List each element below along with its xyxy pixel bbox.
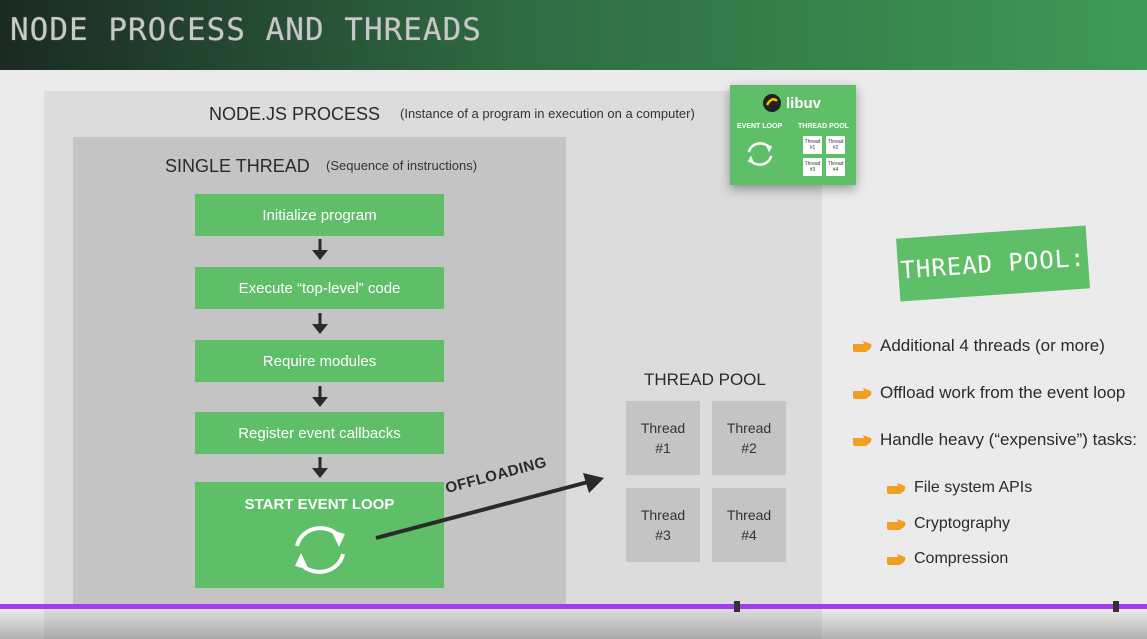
thread-pool-badge-text: THREAD POOL: — [899, 243, 1087, 284]
video-progress-bar[interactable] — [0, 604, 1147, 609]
mini-thread-label: Thread — [827, 139, 844, 145]
refresh-icon — [295, 526, 345, 574]
thread-number: #1 — [655, 440, 671, 456]
thread-pool-cell: Thread #1 — [626, 401, 700, 475]
mini-thread-number: #2 — [832, 145, 839, 151]
start-event-loop-label: START EVENT LOOP — [244, 496, 395, 513]
thread-number: #3 — [655, 527, 671, 543]
arrow-down-icon — [312, 239, 328, 260]
offloading-arrow-icon — [375, 473, 604, 540]
step-require-modules: Require modules — [195, 340, 444, 382]
single-thread-title: SINGLE THREAD — [165, 156, 310, 176]
mini-thread-number: #1 — [809, 145, 816, 151]
libuv-card: libuv EVENT LOOP THREAD POOL Thread #1 T… — [730, 85, 856, 185]
pointing-hand-icon — [853, 341, 872, 352]
sub-bullet-item: Cryptography — [886, 515, 1010, 533]
step-execute-top-level: Execute “top-level” code — [195, 267, 444, 309]
bullet-text: Handle heavy (“expensive”) tasks: — [880, 430, 1138, 449]
mini-thread-label: Thread — [804, 161, 821, 167]
thread-number: #4 — [741, 527, 757, 543]
thread-pool-cell: Thread #2 — [712, 401, 786, 475]
arrow-down-icon — [312, 457, 328, 478]
sub-bullet-text: Compression — [914, 550, 1009, 567]
pointing-hand-icon — [853, 388, 872, 399]
thread-pool-cell: Thread #3 — [626, 488, 700, 562]
bullet-text: Additional 4 threads (or more) — [880, 336, 1105, 355]
pointing-hand-icon — [887, 483, 906, 494]
process-title: NODE.JS PROCESS — [209, 104, 381, 124]
mini-thread-label: Thread — [827, 161, 844, 167]
start-event-loop-box: START EVENT LOOP — [195, 482, 444, 588]
libuv-event-loop-label: EVENT LOOP — [737, 123, 783, 130]
libuv-logo-icon — [763, 94, 781, 112]
pointing-hand-icon — [853, 435, 872, 446]
slide-header: NODE PROCESS AND THREADS — [0, 0, 1147, 70]
arrow-down-icon — [312, 313, 328, 334]
libuv-thread-pool-label: THREAD POOL — [798, 123, 849, 130]
libuv-mini-thread: Thread #2 — [826, 136, 845, 154]
thread-pool-title: THREAD POOL — [644, 370, 766, 389]
bullet-text: Offload work from the event loop — [880, 383, 1126, 402]
mini-thread-number: #3 — [809, 167, 816, 173]
mini-thread-label: Thread — [804, 139, 821, 145]
libuv-name: libuv — [786, 95, 822, 112]
bullet-item: Handle heavy (“expensive”) tasks: — [852, 430, 1137, 450]
pointing-hand-icon — [887, 519, 906, 530]
arrow-down-icon — [312, 386, 328, 407]
single-thread-subtitle: (Sequence of instructions) — [326, 158, 478, 173]
video-progress-handle[interactable] — [734, 601, 740, 612]
thread-label: Thread — [640, 420, 686, 436]
sub-bullet-text: Cryptography — [914, 515, 1011, 532]
libuv-mini-thread: Thread #3 — [803, 158, 822, 176]
slide-title: NODE PROCESS AND THREADS — [10, 12, 482, 48]
sub-bullet-item: File system APIs — [886, 479, 1032, 497]
process-subtitle: (Instance of a program in execution on a… — [400, 106, 695, 121]
thread-label: Thread — [726, 507, 772, 523]
mini-thread-number: #4 — [832, 167, 839, 173]
sub-bullet-text: File system APIs — [914, 479, 1033, 496]
thread-number: #2 — [741, 440, 757, 456]
thread-pool-cell: Thread #4 — [712, 488, 786, 562]
step-initialize-program: Initialize program — [195, 194, 444, 236]
video-controls-shadow — [0, 609, 1147, 639]
thread-pool-badge: THREAD POOL: — [896, 225, 1090, 302]
libuv-mini-thread: Thread #4 — [826, 158, 845, 176]
nodejs-process-panel: NODE.JS PROCESS (Instance of a program i… — [44, 91, 822, 639]
libuv-mini-thread: Thread #1 — [803, 136, 822, 154]
sub-bullet-item: Compression — [886, 550, 1008, 568]
step-register-callbacks: Register event callbacks — [195, 412, 444, 454]
thread-label: Thread — [726, 420, 772, 436]
thread-label: Thread — [640, 507, 686, 523]
single-thread-panel: SINGLE THREAD (Sequence of instructions)… — [73, 137, 566, 607]
pointing-hand-icon — [887, 554, 906, 565]
bullet-item: Offload work from the event loop — [852, 383, 1125, 403]
bullet-item: Additional 4 threads (or more) — [852, 336, 1105, 356]
refresh-icon — [747, 142, 773, 166]
video-end-marker — [1113, 601, 1119, 612]
